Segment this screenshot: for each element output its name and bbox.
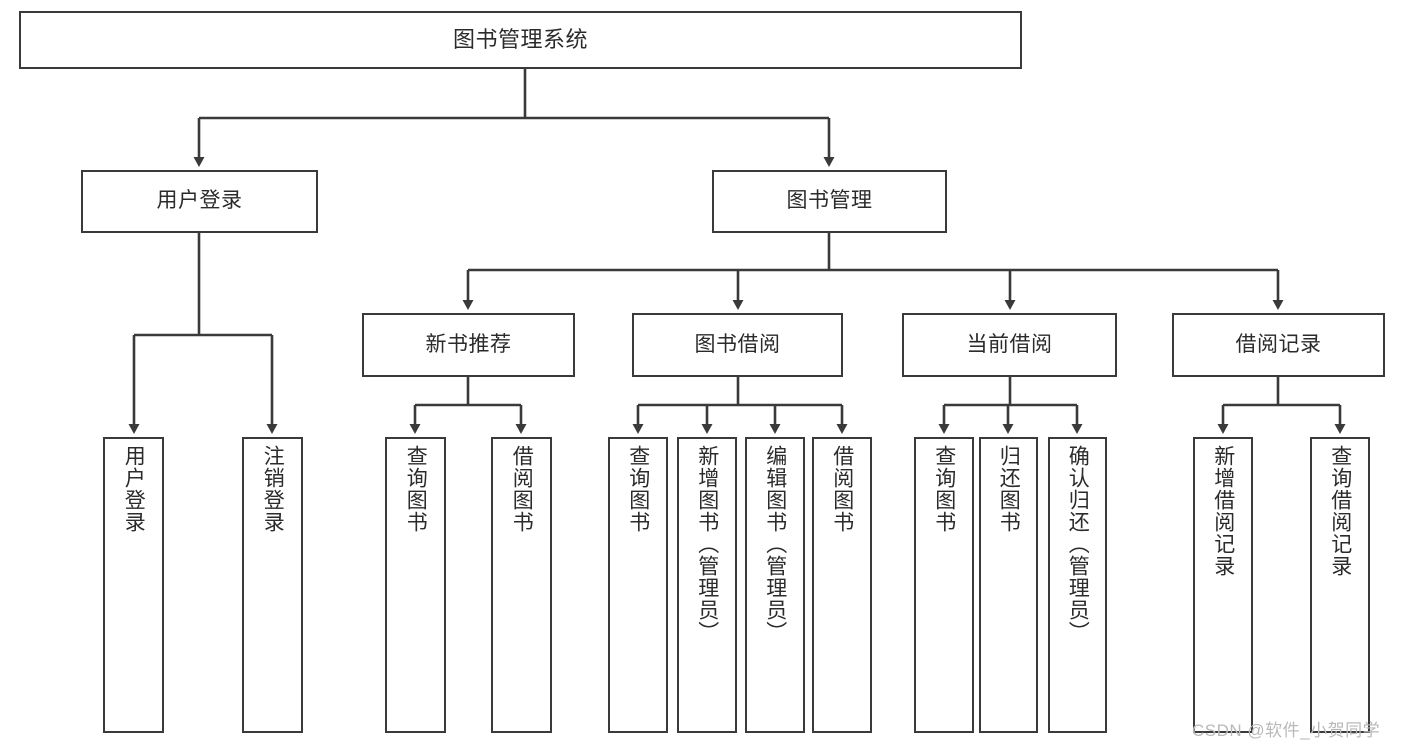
leaf-query-borrow-record[interactable]: 查询借阅记录: [1310, 437, 1370, 733]
leaf-query-book-recommend-label: 查询图书: [404, 445, 428, 533]
leaf-borrow-book-label: 借阅图书: [830, 445, 854, 533]
leaf-query-book-recommend[interactable]: 查询图书: [385, 437, 446, 733]
leaf-confirm-return-admin[interactable]: 确认归还（管理员）: [1048, 437, 1107, 733]
node-current-borrow[interactable]: 当前借阅: [902, 313, 1117, 377]
node-user-login[interactable]: 用户登录: [81, 170, 318, 233]
leaf-add-book-admin-label: 新增图书（管理员）: [695, 445, 719, 643]
leaf-user-login[interactable]: 用户登录: [103, 437, 164, 733]
leaf-borrow-book-recommend-label: 借阅图书: [510, 445, 534, 533]
leaf-logout-label: 注销登录: [261, 445, 285, 533]
node-current-borrow-label: 当前借阅: [966, 332, 1053, 356]
leaf-add-borrow-record[interactable]: 新增借阅记录: [1193, 437, 1253, 733]
node-user-login-label: 用户登录: [156, 189, 243, 213]
node-book-management[interactable]: 图书管理: [712, 170, 947, 233]
leaf-query-book-borrow-label: 查询图书: [626, 445, 650, 533]
leaf-return-book[interactable]: 归还图书: [979, 437, 1038, 733]
node-book-borrow-label: 图书借阅: [694, 332, 781, 356]
leaf-borrow-book[interactable]: 借阅图书: [812, 437, 872, 733]
leaf-confirm-return-admin-label: 确认归还（管理员）: [1066, 445, 1090, 643]
leaf-borrow-book-recommend[interactable]: 借阅图书: [491, 437, 552, 733]
csdn-watermark: CSDN @软件_小贺同学: [1192, 721, 1381, 740]
leaf-query-borrow-record-label: 查询借阅记录: [1328, 445, 1352, 577]
node-book-borrow[interactable]: 图书借阅: [632, 313, 843, 377]
leaf-query-book-current[interactable]: 查询图书: [914, 437, 974, 733]
node-borrow-record[interactable]: 借阅记录: [1172, 313, 1385, 377]
node-root-label: 图书管理系统: [452, 27, 588, 53]
node-borrow-record-label: 借阅记录: [1235, 332, 1322, 356]
leaf-add-book-admin[interactable]: 新增图书（管理员）: [677, 437, 737, 733]
leaf-return-book-label: 归还图书: [997, 445, 1021, 533]
leaf-query-book-current-label: 查询图书: [932, 445, 956, 533]
leaf-logout[interactable]: 注销登录: [242, 437, 303, 733]
node-root[interactable]: 图书管理系统: [19, 11, 1022, 69]
leaf-edit-book-admin-label: 编辑图书（管理员）: [763, 445, 787, 643]
leaf-add-borrow-record-label: 新增借阅记录: [1211, 445, 1235, 577]
node-new-book-recommend-label: 新书推荐: [425, 332, 512, 356]
node-book-management-label: 图书管理: [786, 189, 873, 213]
leaf-query-book-borrow[interactable]: 查询图书: [608, 437, 668, 733]
node-new-book-recommend[interactable]: 新书推荐: [362, 313, 575, 377]
leaf-user-login-label: 用户登录: [122, 445, 146, 533]
leaf-edit-book-admin[interactable]: 编辑图书（管理员）: [745, 437, 805, 733]
